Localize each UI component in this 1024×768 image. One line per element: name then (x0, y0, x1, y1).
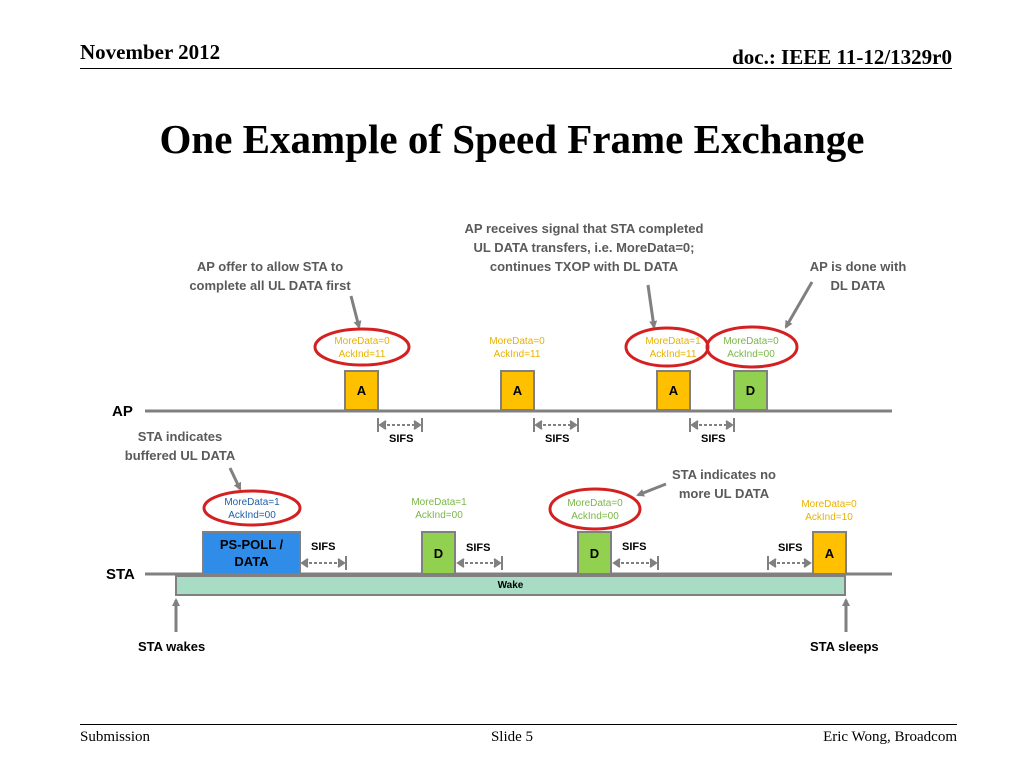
sifs-arrow (767, 556, 812, 570)
ap-receives-arrow (646, 284, 658, 329)
sifs-label: SIFS (466, 542, 491, 554)
annotation-ap-done: AP is done with DL DATA (809, 259, 907, 293)
header-divider (80, 68, 952, 69)
sta-label: STA (106, 566, 135, 583)
sta-wakes-label: STA wakes (138, 639, 206, 654)
slide-title: One Example of Speed Frame Exchange (159, 116, 865, 162)
wake-bar: Wake (175, 575, 846, 596)
sta-indicates-arrow (228, 467, 242, 491)
sifs-label: SIFS (622, 541, 647, 553)
sifs-label: SIFS (701, 433, 726, 445)
footer-divider (80, 724, 957, 725)
footer-submission: Submission (80, 729, 151, 745)
sta-no-more-arrow (636, 482, 667, 497)
header-doc-id: doc.: IEEE 11-12/1329r0 (732, 45, 952, 69)
sta-frame-data: D (577, 531, 612, 575)
sifs-label: SIFS (389, 433, 414, 445)
annotation-sta-indicates: STA indicates buffered UL DATA (124, 429, 236, 463)
ap-label: AP (112, 403, 133, 420)
ap-done-arrow (784, 281, 814, 329)
sta-sleeps-label: STA sleeps (810, 639, 879, 654)
highlight-circle (705, 325, 799, 369)
ap-offer-arrow (349, 295, 362, 329)
sifs-arrow (377, 418, 423, 432)
footer-slide-number: Slide 5 (490, 729, 534, 745)
ap-frame-data: D (733, 370, 768, 411)
sifs-arrow (533, 418, 579, 432)
header-date: November 2012 (80, 40, 221, 64)
annotation-ap-receives: AP receives signal that STA completed UL… (464, 221, 704, 274)
sta-frame-ps-poll: PS-POLL / DATA (202, 531, 301, 575)
sifs-label: SIFS (311, 541, 336, 553)
sifs-arrow (689, 418, 735, 432)
highlight-circle (313, 327, 411, 367)
annotation-ap-offer: AP offer to allow STA to complete all UL… (189, 259, 351, 293)
highlight-circle (548, 487, 642, 531)
sta-frame-data: D (421, 531, 456, 575)
sifs-arrow (456, 556, 503, 570)
sifs-arrow (612, 556, 659, 570)
ap-frame-ack: A (500, 370, 535, 411)
sta-frame-ack: A (812, 531, 847, 575)
highlight-circle (202, 489, 302, 527)
ap-frame-ack: A (656, 370, 691, 411)
annotation-sta-no-more: STA indicates no more UL DATA (671, 467, 776, 501)
footer-author: Eric Wong, Broadcom (823, 729, 957, 745)
sifs-label: SIFS (545, 433, 570, 445)
sifs-arrow (300, 556, 347, 570)
ap-frame-ack: A (344, 370, 379, 411)
sifs-label: SIFS (778, 542, 803, 554)
